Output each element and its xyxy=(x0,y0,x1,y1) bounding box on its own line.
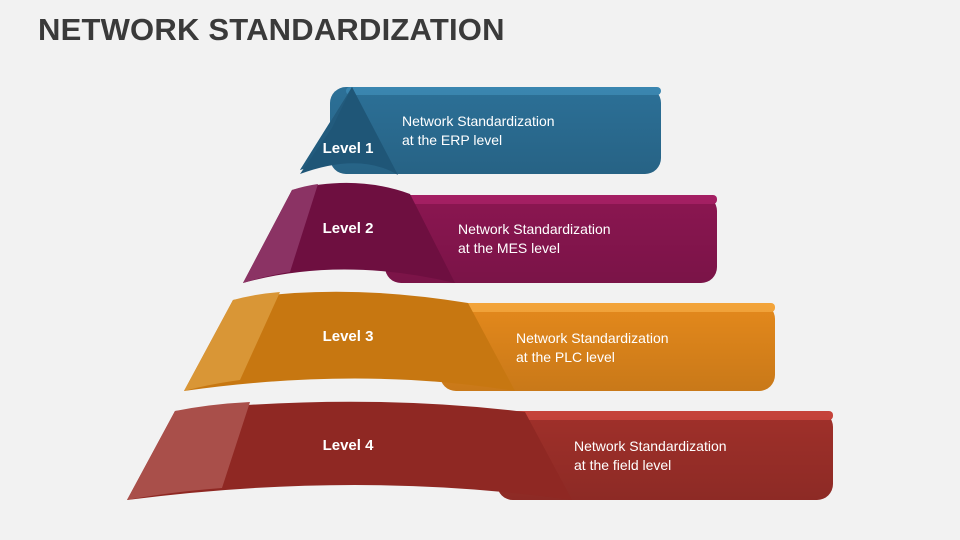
level-1-band-shade xyxy=(330,87,661,174)
level-1-label: Level 1 xyxy=(323,140,374,157)
level-1-text-line1: Network Standardization xyxy=(402,113,555,129)
level-3-label: Level 3 xyxy=(323,328,374,345)
level-3-text-line1: Network Standardization xyxy=(516,330,669,346)
level-1-text-line2: at the ERP level xyxy=(402,132,502,148)
page-title: NETWORK STANDARDIZATION xyxy=(38,12,505,47)
level-4-group: Level 4 Network Standardization at the f… xyxy=(127,401,833,500)
level-3-pyramid-left xyxy=(184,292,280,391)
level-4-text-line1: Network Standardization xyxy=(574,438,727,454)
level-3-band-shade xyxy=(440,303,775,391)
level-2-label: Level 2 xyxy=(323,220,374,237)
level-2-pyramid-left xyxy=(243,184,318,283)
level-3-group: Level 3 Network Standardization at the P… xyxy=(184,291,775,391)
level-1-pyramid-face xyxy=(300,87,398,175)
level-3-text-line2: at the PLC level xyxy=(516,349,615,365)
level-2-band-shade xyxy=(385,195,717,283)
level-4-pyramid-left xyxy=(127,402,250,500)
level-2-text-line2: at the MES level xyxy=(458,240,560,256)
level-1-group: Level 1 Network Standardization at the E… xyxy=(300,87,661,175)
level-2-group: Level 2 Network Standardization at the M… xyxy=(243,182,717,283)
level-4-label: Level 4 xyxy=(323,437,375,454)
level-4-band-shade xyxy=(497,411,833,500)
level-4-text-line2: at the field level xyxy=(574,457,671,473)
level-2-text-line1: Network Standardization xyxy=(458,221,611,237)
